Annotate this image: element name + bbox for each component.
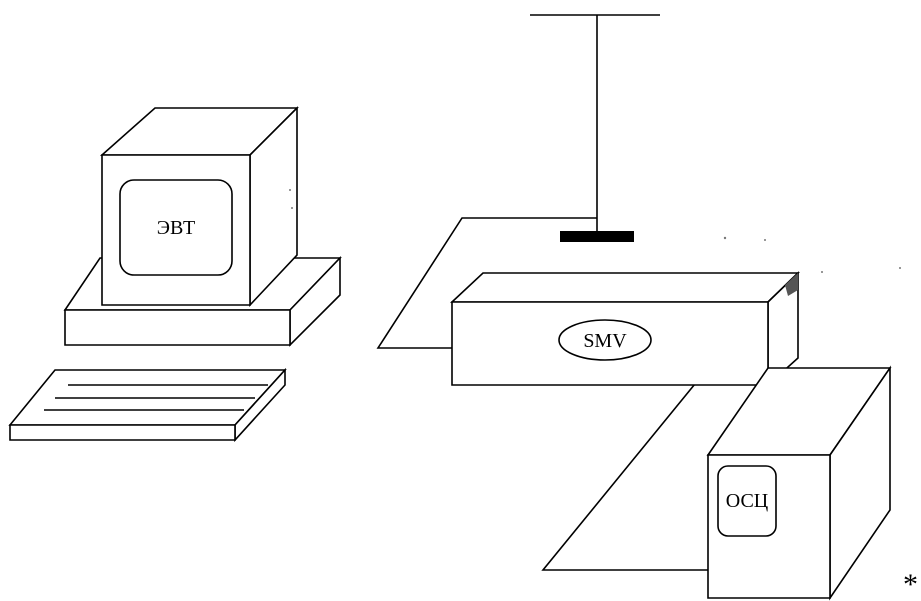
- probe-plate: [560, 231, 634, 242]
- computer-screen: [119, 179, 233, 276]
- computer: ЭВТ: [8, 106, 342, 443]
- oscilloscope-label: ОСЦ: [726, 490, 768, 512]
- computer-monitor: ЭВТ: [99, 106, 299, 308]
- footnote-asterisk: *: [903, 568, 918, 601]
- computer-label: ЭВТ: [157, 217, 196, 239]
- probe-to-device-wire: [376, 217, 597, 349]
- device-badge: [558, 319, 652, 361]
- device-corner-shade: [785, 273, 798, 296]
- scan-specks: [289, 189, 901, 273]
- device-label: SMV: [583, 330, 627, 352]
- device-to-oscilloscope-wire: [541, 367, 748, 571]
- oscilloscope: ОСЦ: [706, 365, 892, 601]
- smv-device: SMV: [449, 271, 800, 387]
- oscilloscope-screen: [717, 465, 777, 537]
- keyboard: [8, 367, 287, 443]
- connection-lines: [376, 217, 748, 571]
- t-probe: [530, 14, 660, 242]
